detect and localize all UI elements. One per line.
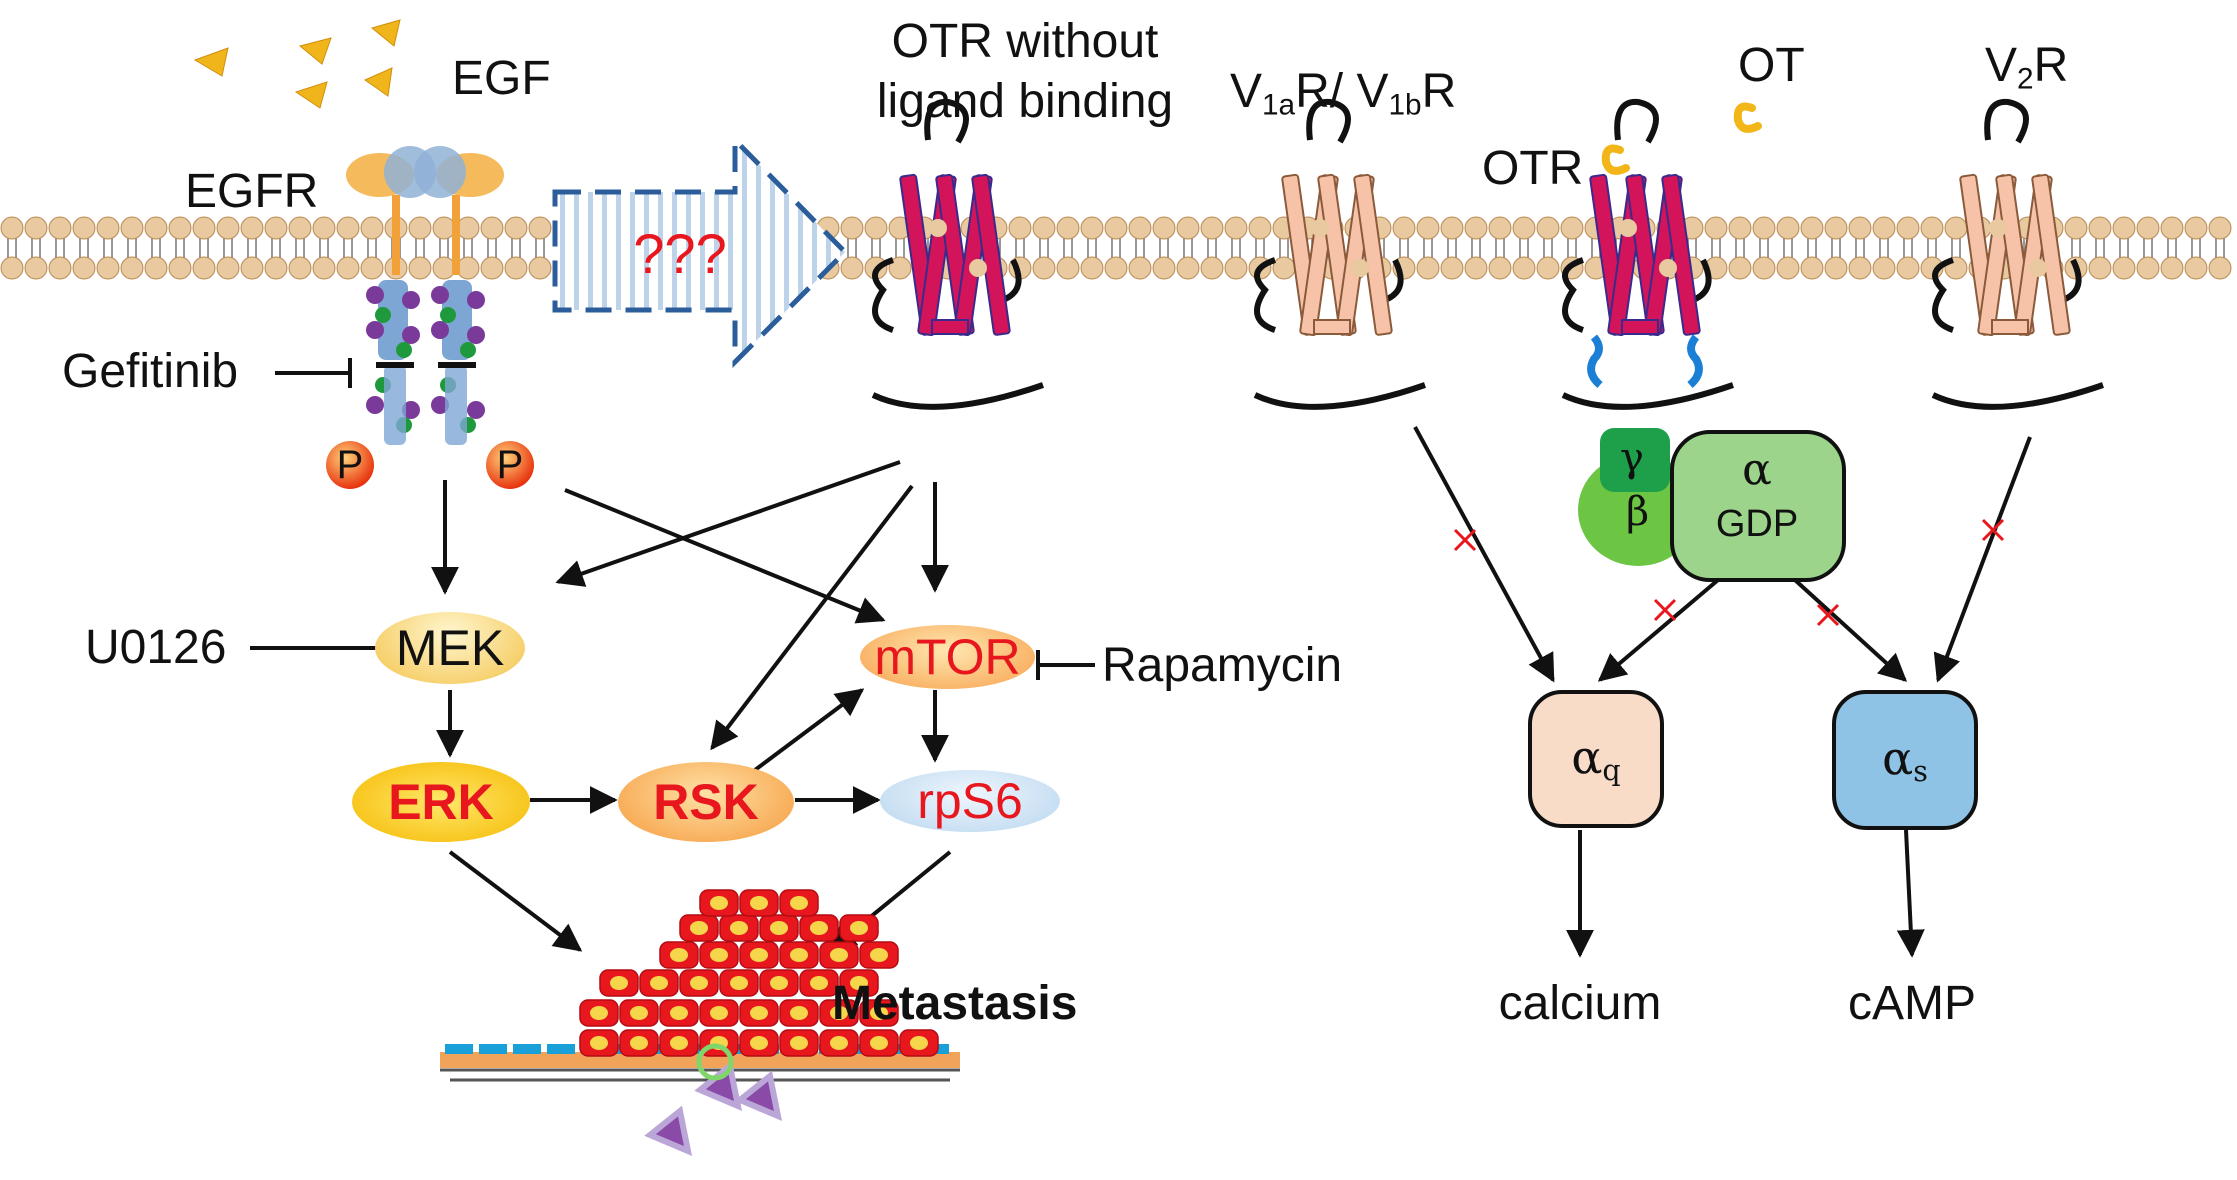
metastasis-tumor-icon (440, 889, 960, 1156)
gdp-label: GDP (1715, 503, 1799, 545)
egfr-dimer (326, 146, 534, 489)
phospho-right-icon (486, 441, 534, 489)
calcium-label: calcium (1498, 977, 1662, 1030)
g-protein-trimer (1578, 334, 1846, 582)
rps6-node: rpS6 (880, 770, 1060, 832)
otr-unliganded-receptor (871, 98, 1044, 410)
mek-node: MEK (375, 612, 525, 684)
phospho-right-label: P (496, 443, 524, 487)
unknown-transactivation-arrow (552, 133, 849, 369)
u0126-label: U0126 (85, 621, 227, 674)
otr-liganded-receptor (1561, 98, 1734, 410)
egf-ligands (193, 19, 401, 109)
rsk-node: RSK (618, 762, 794, 842)
v2-receptor (1931, 98, 2104, 410)
unknown-mechanism-label: ??? (633, 222, 727, 285)
pathway-arrows (431, 426, 2032, 958)
v1-receptor (1253, 98, 1426, 410)
otr-label: OTR (1482, 142, 1584, 195)
g-alpha-q-box: αq (1528, 690, 1664, 828)
v1-receptor-label: V1aR/ V1bR (1230, 65, 1457, 122)
ot-ligand-icon (1601, 102, 1762, 175)
phospho-left-icon (326, 441, 374, 489)
gefitinib-label: Gefitinib (62, 345, 239, 398)
blocked-signal-marks (1453, 518, 2005, 627)
metastasis-label: Metastasis (832, 977, 1078, 1030)
g-alpha-s-box: αs (1832, 690, 1978, 830)
egfr-label: EGFR (185, 165, 319, 218)
rapamycin-label: Rapamycin (1102, 639, 1343, 692)
camp-label: cAMP (1847, 977, 1977, 1030)
egf-label: EGF (452, 52, 551, 105)
v2-receptor-label: V2R (1985, 39, 2069, 96)
ot-label: OT (1738, 39, 1805, 92)
cell-membrane (0, 216, 2232, 280)
g-alpha-label: α (1742, 444, 1772, 495)
mtor-node: mTOR (860, 625, 1035, 689)
phospho-left-label: P (336, 443, 364, 487)
g-beta-label: β (1626, 489, 1650, 535)
erk-node: ERK (352, 762, 530, 842)
otr-without-ligand-label-line2: ligand binding (876, 75, 1174, 128)
g-gamma-label: γ (1620, 435, 1644, 481)
otr-without-ligand-label-line1: OTR without (891, 15, 1159, 68)
